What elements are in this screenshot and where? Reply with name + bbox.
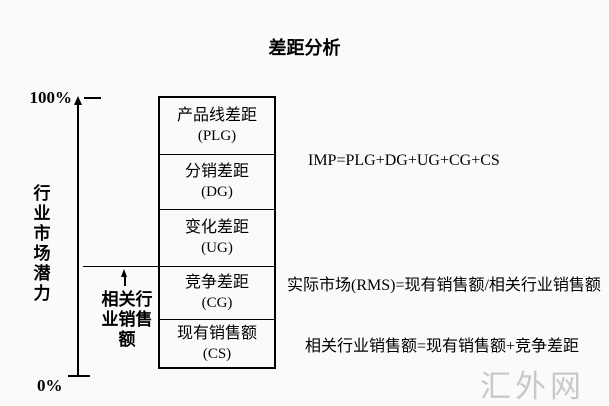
gap-segment-label: 竞争差距 — [184, 274, 249, 291]
side-marker-arrow-shaft — [124, 275, 126, 286]
formula-rms: 实际市场(RMS)=现有销售额/相关行业销售额 — [287, 277, 601, 294]
gap-segment-plg: 产品线差距 (PLG) — [160, 98, 274, 155]
side-marker-label: 相关行业销售额 — [101, 290, 153, 349]
gap-segment-code: (UG) — [201, 240, 233, 256]
formula-related-sales: 相关行业销售额=现有销售额+竞争差距 — [305, 338, 580, 355]
gap-stack-box: 产品线差距 (PLG) 分销差距 (DG) 变化差距 (UG) 竞争差距 (CG… — [158, 96, 276, 369]
gap-segment-label: 产品线差距 — [176, 107, 257, 124]
gap-segment-code: (CG) — [201, 295, 233, 311]
axis-bottom-tick-label: 0% — [37, 376, 63, 395]
gap-segment-label: 变化差距 — [184, 219, 249, 236]
watermark: 汇外网 — [480, 369, 585, 404]
page-title: 差距分析 — [268, 38, 341, 58]
gap-segment-cs: 现有销售额 (CS) — [160, 320, 274, 367]
gap-segment-cg: 竞争差距 (CG) — [160, 267, 274, 320]
formula-imp: IMP=PLG+DG+UG+CG+CS — [308, 152, 500, 169]
axis-top-tick — [84, 97, 101, 99]
gap-segment-dg: 分销差距 (DG) — [160, 155, 274, 210]
gap-segment-label: 现有销售额 — [176, 324, 257, 342]
gap-segment-ug: 变化差距 (UG) — [160, 210, 274, 267]
axis-bottom-tick — [68, 375, 90, 377]
axis-arrowhead-icon — [74, 96, 82, 105]
side-marker-arrowhead-icon — [121, 269, 127, 277]
gap-segment-code: (CS) — [202, 345, 232, 362]
axis-label: 行业市场潜力 — [33, 184, 51, 303]
side-marker-level-line — [83, 266, 158, 267]
gap-segment-code: (DG) — [201, 184, 233, 200]
gap-segment-code: (PLG) — [197, 128, 237, 144]
axis-vertical-line — [77, 103, 79, 377]
axis-top-tick-label: 100% — [29, 88, 73, 107]
gap-segment-label: 分销差距 — [184, 163, 249, 180]
